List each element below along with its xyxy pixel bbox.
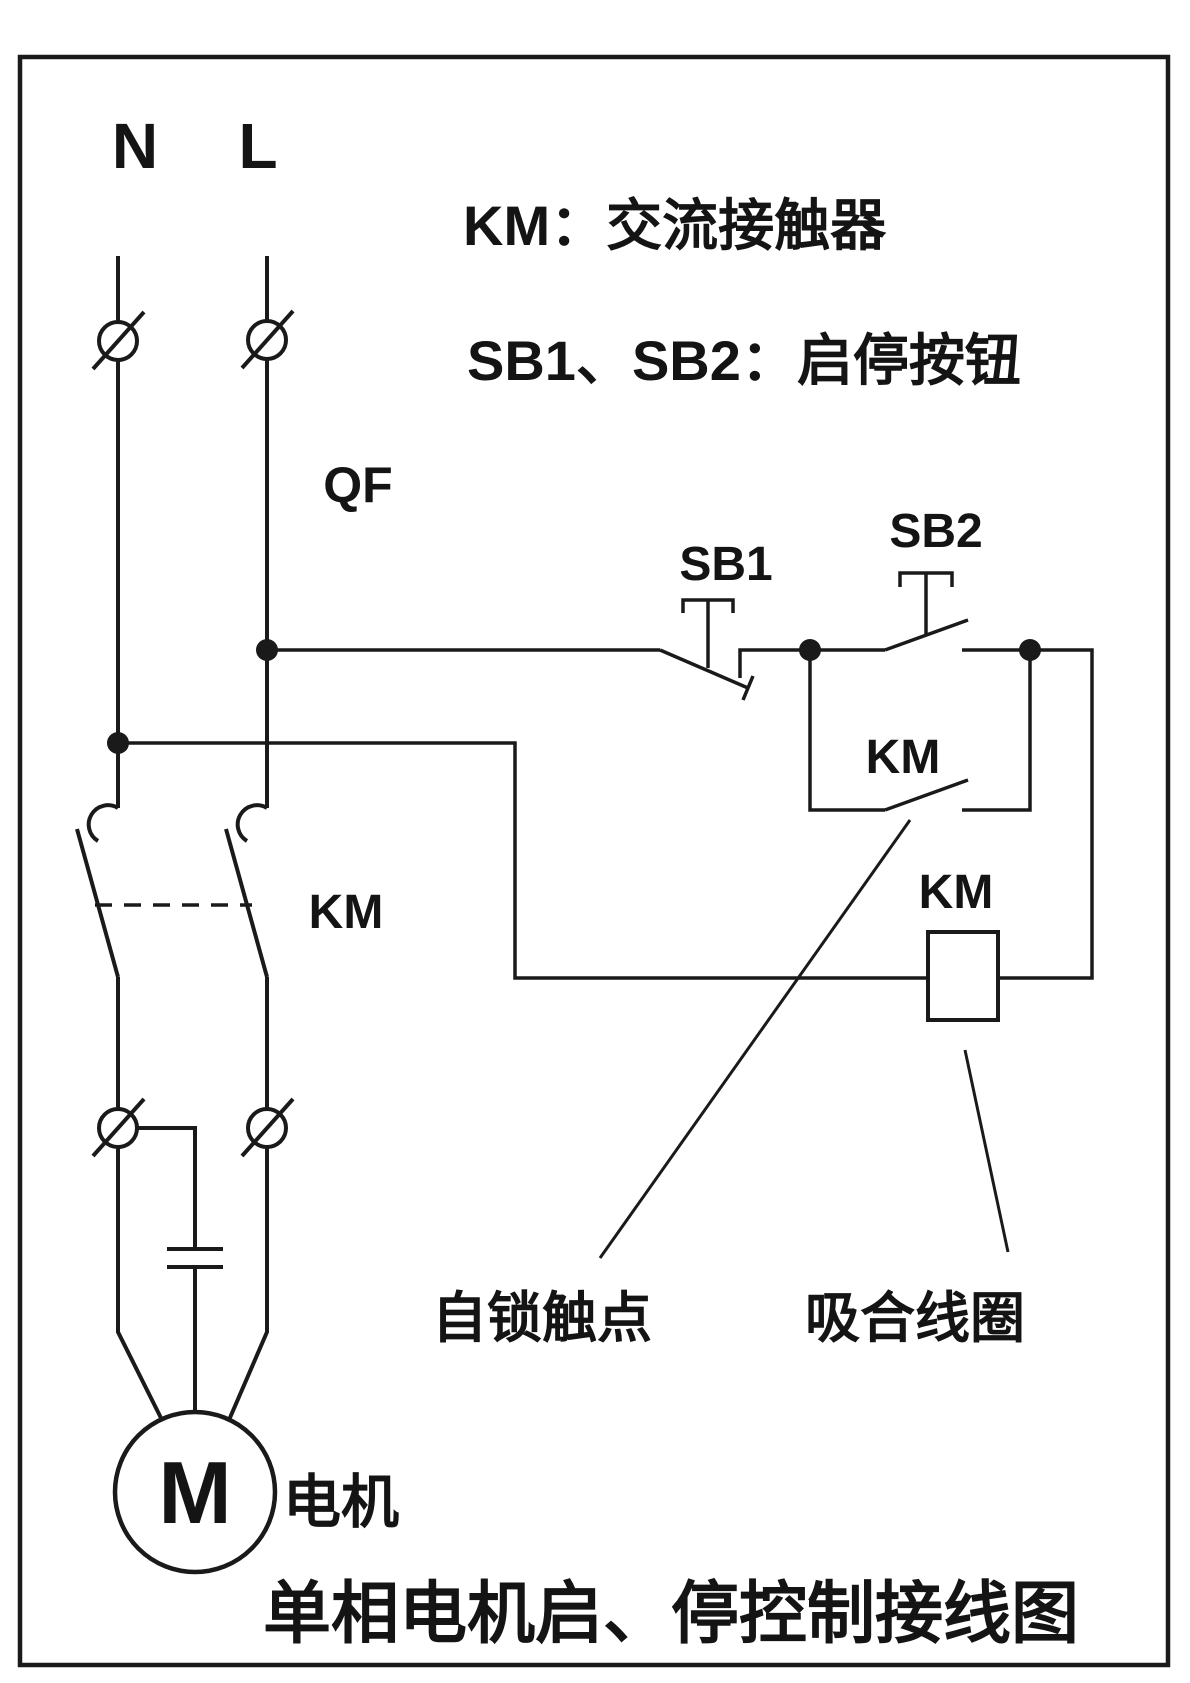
- km-main-contact-n-blade-icon: [75, 828, 120, 978]
- coil-pointer-line: [963, 1049, 1010, 1253]
- power-rail-l: [224, 256, 295, 1421]
- aux-left-wire: [808, 650, 885, 812]
- km-main-contact-l-hook-icon: [235, 803, 269, 843]
- km-aux-contact-symbol: [808, 650, 1032, 812]
- diagram-border: [17, 54, 1171, 1668]
- sb1-actuator-icon: [681, 598, 735, 668]
- wire-l-to-motor: [227, 1147, 269, 1421]
- terminal-l-top-slash-icon: [240, 309, 295, 370]
- motor-letter: M: [158, 1443, 231, 1542]
- terminal-l-bottom-slash-icon: [240, 1097, 295, 1158]
- power-rail-n: [75, 256, 164, 1421]
- legend-line-2: SB1、SB2：启停按钮: [467, 329, 1021, 392]
- km-main-contact-l-blade-icon: [224, 828, 269, 978]
- sb2-right-wire: [962, 648, 1094, 980]
- terminal-n-bottom-slash-icon: [91, 1097, 146, 1158]
- label-line-n: N: [112, 110, 158, 182]
- label-km-main-contact: KM: [309, 886, 384, 939]
- self-lock-pointer-line: [598, 819, 912, 1259]
- control-circuit: [118, 571, 1094, 1022]
- label-motor-name: 电机: [283, 1470, 399, 1535]
- sb2-actuator-icon: [898, 571, 954, 635]
- annotation-coil: 吸合线圈: [805, 1287, 1025, 1349]
- aux-blade-icon: [884, 778, 969, 812]
- label-sb1: SB1: [679, 538, 772, 591]
- sb1-stop-button-symbol: [659, 598, 810, 701]
- km-coil-box-icon: [926, 930, 1000, 1022]
- label-qf-breaker: QF: [323, 457, 392, 513]
- capacitor-branch: [137, 1126, 223, 1412]
- sb1-blade-tick-icon: [741, 675, 755, 701]
- sb1-blade-icon: [659, 648, 749, 690]
- motor-symbol: M: [112, 1409, 278, 1575]
- wire-n-to-motor: [116, 1147, 164, 1421]
- km-main-contact-n-hook-icon: [86, 803, 120, 843]
- motor-circle-icon: [112, 1409, 278, 1575]
- terminal-n-top-slash-icon: [91, 310, 146, 371]
- label-line-l: L: [238, 110, 277, 182]
- annotation-self-lock: 自锁触点: [432, 1287, 652, 1349]
- label-km-aux-contact: KM: [866, 731, 941, 784]
- wire-capacitor-top: [137, 1126, 197, 1249]
- legend-line-1: KM：交流接触器: [463, 194, 887, 257]
- wire-coil-feed: [118, 741, 928, 980]
- label-km-coil: KM: [919, 866, 994, 919]
- aux-right-wire: [962, 650, 1032, 812]
- sb1-right-terminal: [738, 648, 810, 678]
- label-sb2: SB2: [889, 505, 982, 558]
- diagram-title: 单相电机启、停控制接线图: [263, 1576, 1079, 1652]
